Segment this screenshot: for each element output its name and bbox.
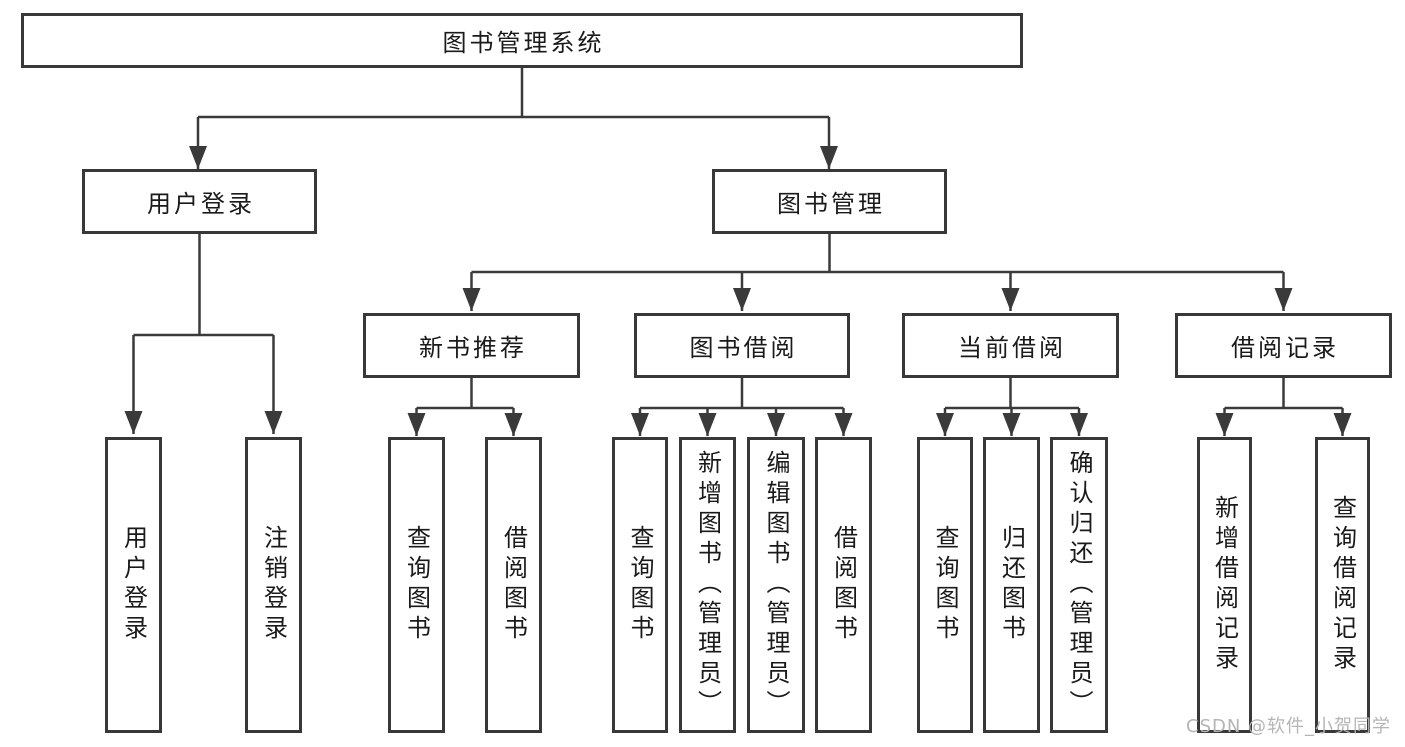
leaf-return-books: 归还图书 <box>983 437 1040 733</box>
leaf-add-borrow-record: 新增借阅记录 <box>1197 437 1252 733</box>
node-current-borrowing: 当前借阅 <box>902 313 1119 378</box>
leaf-recommend-query-books: 查询图书 <box>388 437 445 733</box>
leaf-user-login: 用户登录 <box>105 437 162 733</box>
csdn-watermark: CSDN @软件_小贺同学 <box>1186 716 1392 737</box>
node-root: 图书管理系统 <box>21 13 1023 68</box>
leaf-query-borrow-record: 查询借阅记录 <box>1315 437 1370 733</box>
leaf-borrow-query-books: 查询图书 <box>612 437 668 733</box>
leaf-current-query-books: 查询图书 <box>917 437 973 733</box>
leaf-edit-books-admin: 编辑图书（管理员） <box>747 437 805 733</box>
leaf-recommend-borrow-books: 借阅图书 <box>485 437 542 733</box>
leaf-confirm-return-admin: 确认归还（管理员） <box>1050 437 1108 733</box>
node-new-book-recommend: 新书推荐 <box>363 313 580 378</box>
leaf-logout: 注销登录 <box>245 437 302 733</box>
leaf-add-books-admin: 新增图书（管理员） <box>679 437 736 733</box>
node-user-login: 用户登录 <box>82 169 317 234</box>
node-book-borrowing: 图书借阅 <box>634 313 850 378</box>
node-borrowing-records: 借阅记录 <box>1175 313 1392 378</box>
node-book-management: 图书管理 <box>712 169 947 234</box>
leaf-borrow-books: 借阅图书 <box>815 437 872 733</box>
